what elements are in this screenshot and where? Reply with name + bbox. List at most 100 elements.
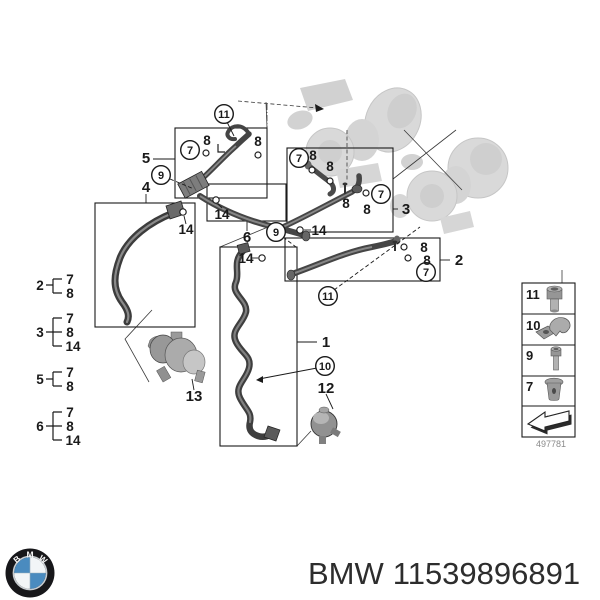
label-8: 8 — [203, 133, 211, 148]
socket-head-bolt-icon — [546, 285, 563, 313]
group-label: 3 — [36, 325, 44, 340]
coolant-line-2 — [286, 235, 401, 281]
legend-num: 10 — [526, 318, 540, 333]
callout-label: 11 — [322, 291, 334, 303]
bmw-roundel-logo: B M W — [5, 548, 55, 598]
auxiliary-water-pump-13 — [147, 331, 206, 384]
brand-name: BMW — [308, 556, 385, 591]
label-12: 12 — [318, 380, 335, 397]
group-item: 8 — [66, 419, 74, 434]
callout-7-box5: 7 — [179, 139, 200, 160]
holder-clamp-icon — [535, 317, 571, 340]
label-8: 8 — [420, 240, 428, 255]
callout-label: 7 — [296, 153, 302, 165]
label-13: 13 — [186, 388, 203, 405]
callout-label: 7 — [423, 267, 429, 279]
ref-group-2: 2 7 8 — [36, 272, 74, 301]
legend-num: 11 — [526, 287, 540, 302]
group-item: 8 — [66, 286, 74, 301]
group-label: 2 — [36, 278, 44, 293]
retaining-pin-icon — [217, 144, 225, 153]
group-item: 8 — [66, 379, 74, 394]
logo-letter-b: B — [11, 553, 22, 565]
legend-num: 9 — [526, 348, 533, 363]
part-1-box — [219, 246, 298, 447]
part-5-box — [174, 127, 268, 199]
coolant-line-5 — [177, 124, 252, 199]
group-label: 5 — [36, 372, 44, 387]
label-6: 6 — [243, 229, 251, 246]
callout-9-mid: 9 — [266, 221, 287, 242]
label-8: 8 — [363, 202, 371, 217]
part-4-box — [94, 202, 196, 328]
roundel-quadrant — [14, 557, 30, 573]
label-14: 14 — [238, 251, 254, 266]
diagram-code: 497781 — [536, 439, 566, 449]
label-8: 8 — [342, 196, 350, 211]
sealing-plug-icon — [544, 377, 564, 401]
ref-group-5: 5 7 8 — [36, 365, 74, 394]
label-1: 1 — [322, 334, 330, 351]
ghost-turbocharger-right — [390, 137, 509, 234]
group-label: 6 — [36, 419, 44, 434]
label-5: 5 — [142, 150, 150, 167]
roundel-quadrant — [30, 573, 46, 589]
callout-label: 11 — [218, 109, 230, 121]
group-item: 8 — [66, 325, 74, 340]
coolant-hose-4 — [111, 200, 186, 326]
part-2-box — [284, 237, 441, 282]
legend-num: 7 — [526, 379, 533, 394]
pointer-arrowhead — [256, 376, 263, 383]
dashed-arrowhead — [315, 104, 324, 112]
callout-7-box3-left: 7 — [289, 147, 310, 168]
label-4: 4 — [142, 179, 151, 196]
ghost-turbocharger-left — [287, 79, 422, 188]
callout-11-bottom: 11 — [318, 286, 339, 307]
legend-row-9: 9 — [526, 346, 562, 371]
stud-bolt-icons — [342, 182, 398, 251]
callout-label: 7 — [187, 145, 193, 157]
ref-group-3: 3 7 8 14 — [36, 311, 81, 354]
coolant-hose-1 — [231, 242, 281, 442]
hardware-legend: 11 10 9 — [521, 282, 576, 449]
legend-row-10: 10 — [526, 317, 571, 340]
circled-callouts: 11 7 9 7 7 9 7 11 10 — [150, 103, 437, 377]
label-14: 14 — [178, 222, 194, 237]
group-item: 14 — [65, 339, 81, 354]
callout-7-box2: 7 — [416, 262, 437, 283]
callout-7-box3-right: 7 — [371, 183, 392, 204]
label-14: 14 — [214, 207, 230, 222]
group-item: 7 — [66, 311, 74, 326]
group-item: 7 — [66, 365, 74, 380]
label-14: 14 — [311, 223, 327, 238]
label-3: 3 — [402, 201, 410, 218]
hose-clamp-icons — [179, 196, 304, 262]
roundel-quadrant — [14, 573, 30, 589]
callout-label: 10 — [319, 361, 331, 373]
leader-lines — [145, 121, 450, 410]
group-item: 7 — [66, 405, 74, 420]
roundel-quadrant — [30, 557, 46, 573]
label-8: 8 — [254, 134, 262, 149]
direction-arrow-icon — [526, 410, 572, 435]
callout-label: 9 — [158, 170, 164, 182]
socket-head-bolt-small-icon — [550, 346, 562, 371]
callout-11-top: 11 — [213, 103, 234, 124]
label-8: 8 — [309, 148, 317, 163]
group-item: 7 — [66, 272, 74, 287]
left-reference-groups: 2 7 8 3 7 8 14 5 7 8 6 7 8 14 — [36, 272, 81, 448]
legend-row-7: 7 — [526, 377, 564, 401]
callout-label: 7 — [378, 189, 384, 201]
part-number-labels: 8 8 5 4 14 14 14 14 8 8 8 8 8 8 1 2 3 6 … — [142, 133, 463, 405]
electric-valve-12 — [310, 406, 341, 444]
label-8: 8 — [326, 159, 334, 174]
label-2: 2 — [455, 252, 463, 269]
group-item: 14 — [65, 433, 81, 448]
callout-9-left: 9 — [150, 164, 171, 185]
part-number: 11539896891 — [393, 556, 580, 591]
callout-label: 9 — [273, 227, 279, 239]
callout-10: 10 — [315, 356, 336, 377]
